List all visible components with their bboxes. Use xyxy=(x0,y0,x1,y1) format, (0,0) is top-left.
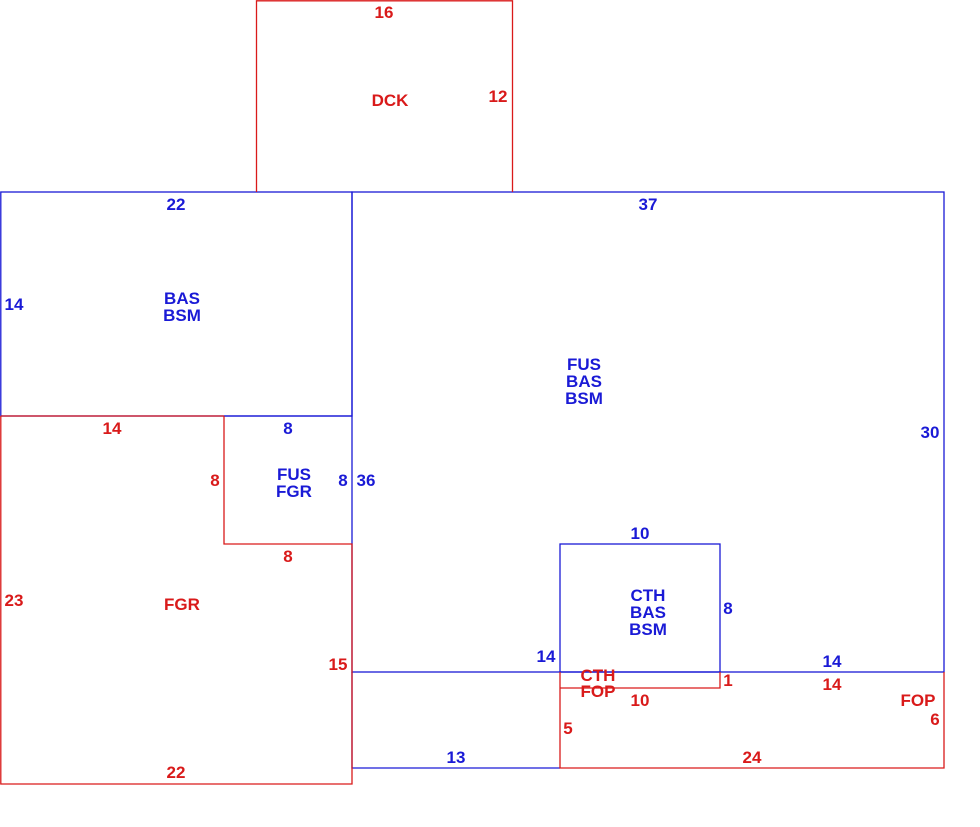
red-outlines xyxy=(0,0,945,785)
fop-left-dimension: 5 xyxy=(563,719,572,738)
fop-area-label: FOP xyxy=(901,691,936,710)
fus-main-code-3: BSM xyxy=(565,389,603,408)
fgr-right-dimension: 15 xyxy=(329,655,348,674)
bas-left-side-dimension: 14 xyxy=(5,295,24,314)
fop-top-dimension: 14 xyxy=(823,675,842,694)
fus-main-left-dimension: 36 xyxy=(357,471,376,490)
dck-outline xyxy=(255,0,514,192)
fus-fgr-code-1: FUS xyxy=(277,465,311,484)
bas-left-top-dimension: 22 xyxy=(167,195,186,214)
cth-code-2: BAS xyxy=(630,603,666,622)
fgr-notch-bottom-dimension: 8 xyxy=(283,547,292,566)
bas-left-code-1: BAS xyxy=(164,289,200,308)
cth-bottom-right-dimension: 14 xyxy=(823,652,842,671)
dck-depth-dimension: 12 xyxy=(489,87,508,106)
fus-fgr-right-dimension: 8 xyxy=(338,471,347,490)
dck-area-label: DCK xyxy=(372,91,410,110)
fgr-area-label: FGR xyxy=(164,595,200,614)
fus-main-top-dimension: 37 xyxy=(639,195,658,214)
fus-main-right-dimension: 30 xyxy=(921,423,940,442)
cth-code-1: CTH xyxy=(631,586,666,605)
cth-top-dimension: 10 xyxy=(631,524,650,543)
fgr-top-dimension: 14 xyxy=(103,419,122,438)
cth-fop-outline xyxy=(560,672,721,689)
fus-main-code-1: FUS xyxy=(567,355,601,374)
cth-small-dimension: 1 xyxy=(723,671,732,690)
fop-outline xyxy=(559,672,945,769)
cth-fop-bottom-dimension: 10 xyxy=(631,691,650,710)
fus-fgr-top-dimension: 8 xyxy=(283,419,292,438)
dck-width-dimension: 16 xyxy=(375,3,394,22)
cth-right-dimension: 8 xyxy=(723,599,732,618)
fop-bottom-dimension: 24 xyxy=(743,748,762,767)
fus-fgr-code-2: FGR xyxy=(276,482,312,501)
fus-main-code-2: BAS xyxy=(566,372,602,391)
cth-code-3: BSM xyxy=(629,620,667,639)
fgr-bottom-dimension: 22 xyxy=(167,763,186,782)
fgr-left-dimension: 23 xyxy=(5,591,24,610)
cth-fop-code-2: FOP xyxy=(581,682,616,701)
bas-left-code-2: BSM xyxy=(163,306,201,325)
fgr-outline xyxy=(0,416,353,785)
cth-left-dimension: 14 xyxy=(537,647,556,666)
cth-outline xyxy=(559,543,721,673)
fop-side-dimension: 6 xyxy=(930,710,939,729)
fgr-notch-side-dimension: 8 xyxy=(210,471,219,490)
blue-outlines xyxy=(0,191,945,769)
fus-main-bottom-dimension: 13 xyxy=(447,748,466,767)
cth-fop-code-1: CTH xyxy=(581,666,616,685)
